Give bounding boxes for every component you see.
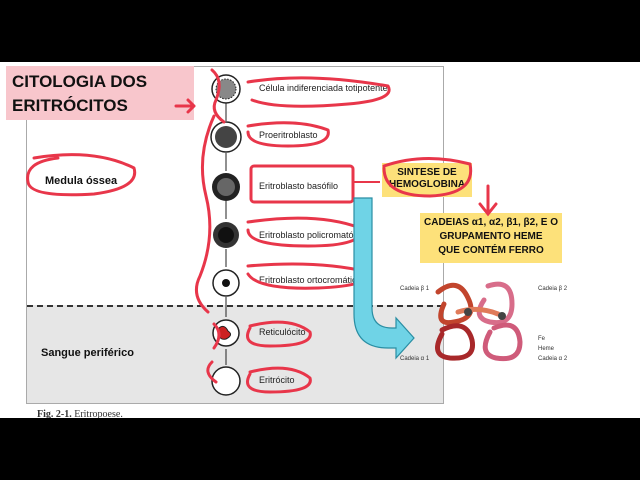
page-title: CITOLOGIA DOS ERITRÓCITOS [12,72,148,115]
hemoglobin-label: Heme [538,346,555,352]
cyan-arrow [353,197,415,360]
callout-line: CADEIAS α1, α2, β1, β2, E O [424,217,558,228]
globin-chains-callout: CADEIAS α1, α2, β1, β2, E O GRUPAMENTO H… [420,213,562,263]
hemoglobin-label: Cadeia β 2 [538,286,568,292]
synthesis-down-arrow [478,184,498,217]
hemoglobin-label: Cadeia α 1 [400,356,430,362]
hemoglobin-icon [435,281,523,362]
reticulocyte-scribble [246,320,312,348]
stage-label: Eritroblasto policromatófilo [259,230,366,240]
erythrocyte-scribble [246,366,312,394]
hemoglobin-label: Fe [538,336,546,342]
title-arrow [174,98,196,114]
peripheral-blood-label: Sangue periférico [41,347,134,359]
reticulocyte-mark [212,322,221,350]
hemoglobin-label: Cadeia β 1 [400,286,430,292]
hemoglobin-illustration: Cadeia β 1 Cadeia β 2 Cadeia α 1 Cadeia … [398,272,570,372]
stage-label: Eritroblasto ortocromático [259,275,362,285]
stem-cell-scribble [210,68,226,124]
erythrocyte-mark [206,360,218,384]
eritropoese-figure: Medula óssea Sangue periférico Célula in… [26,66,444,418]
bone-marrow-circle [26,153,137,197]
stage-label: Eritrócito [259,375,295,385]
slide: Medula óssea Sangue periférico Célula in… [0,62,640,418]
title-box: CITOLOGIA DOS ERITRÓCITOS [6,66,194,120]
proerythroblast-scribble [246,121,330,148]
sintese-circle [382,157,473,198]
orthochromatic-scribble [246,262,370,290]
stage-label: Célula indiferenciada totipotente [259,83,388,93]
figure-caption: Fig. 2-1. Eritropoese. [37,409,123,418]
lineage-bracket [194,114,216,314]
annotation-layer [26,68,498,394]
region-divider [27,305,443,307]
stage-label-scribble [246,76,391,108]
stage-label: Proeritroblasto [259,130,318,140]
highlight-box [249,164,355,204]
erythrocyte-cell [211,366,241,396]
hemoglobin-label: Cadeia α 2 [538,356,568,362]
callout-line: QUE CONTÉM FERRO [438,245,544,256]
bone-marrow-label: Medula óssea [45,175,118,187]
stage-label: Reticulócito [259,327,306,337]
stage-label: Eritroblasto basófilo [259,181,339,191]
cell-lineage-diagram [210,74,242,396]
callout-line: GRUPAMENTO HEME [439,231,543,242]
polychromatic-scribble [246,216,363,248]
